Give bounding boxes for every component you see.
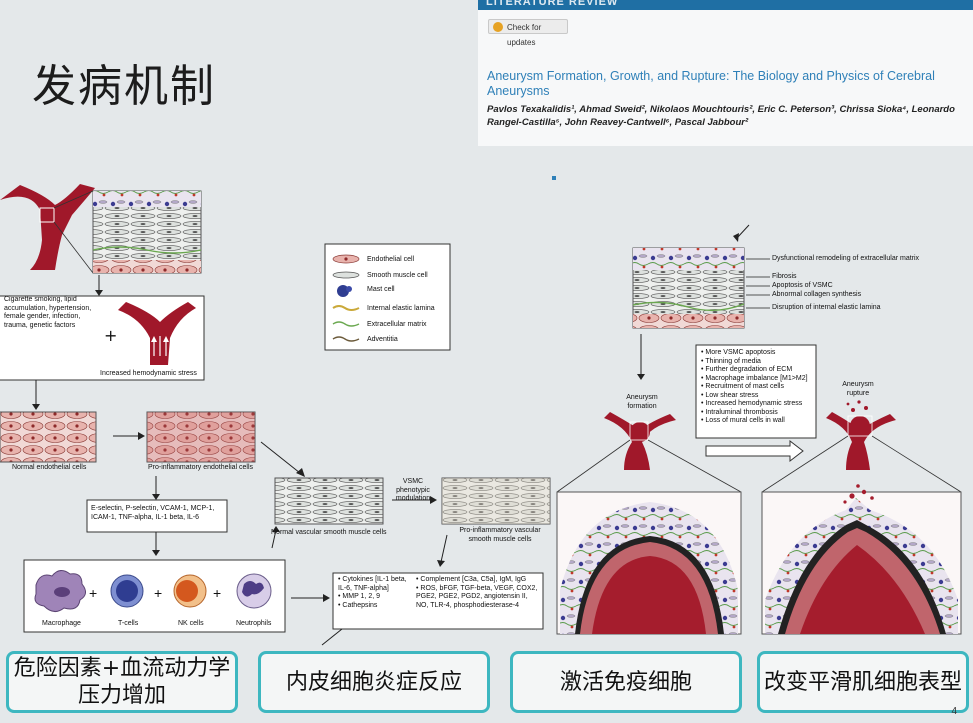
svg-text:+: + xyxy=(154,585,162,601)
cytokine-list-left: • Cytokines [IL-1 beta, IL-6, TNF-alpha]… xyxy=(338,576,413,610)
artery-aneurysm-rupture xyxy=(826,412,896,470)
immune-activation-button[interactable]: 激活免疫细胞 xyxy=(510,651,742,713)
ecm-label: Dysfunctional remodeling of extracellula… xyxy=(772,255,920,262)
risk-factors-label: Cigarette smoking, lipid accumulation, h… xyxy=(4,296,92,329)
ecm-label: Disruption of internal elastic lamina xyxy=(772,304,881,311)
rupture-factor: • Thinning of media xyxy=(701,357,761,365)
artery-hemodynamic xyxy=(118,302,196,365)
proinflam-endothelial-label: Pro-inflammatory endothelial cells xyxy=(148,464,254,471)
normal-vsmc-label: Normal vascular smooth muscle cells xyxy=(271,529,387,536)
legend-label: Extracellular matrix xyxy=(367,321,427,328)
paper-header-band: LITERATURE REVIEW xyxy=(478,0,973,10)
paper-header-label: LITERATURE REVIEW xyxy=(486,0,619,8)
rupture-factor-list: • More VSMC apoptosis • Thinning of medi… xyxy=(701,349,815,426)
rupture-factors-box xyxy=(695,344,817,439)
immune-cell-label: T-cells xyxy=(118,620,139,627)
smooth-muscle-phenotype-button[interactable]: 改变平滑肌细胞表型 xyxy=(757,651,969,713)
adhesion-molecules-box xyxy=(86,499,228,533)
proinflam-vsmc-label: Pro-inflammatory vascular smooth muscle … xyxy=(459,527,541,543)
rupture-factor: • Macrophage imbalance [M1>M2] xyxy=(701,374,808,382)
cytokine-item: • Cytokines [IL-1 beta, IL-6, TNF-alpha] xyxy=(338,576,407,592)
rupture-factor: • More VSMC apoptosis xyxy=(701,349,776,356)
cytokine-item: • Complement [C3a, C5a], IgM, IgG xyxy=(416,576,527,583)
adhesion-molecules-label: E-selectin, P-selectin, VCAM-1, MCP-1, I… xyxy=(91,505,215,521)
slide-title: 发病机制 xyxy=(32,61,216,112)
cytokine-list-right: • Complement [C3a, C5a], IgM, IgG • ROS,… xyxy=(416,576,541,610)
cytokine-item: • Cathepsins xyxy=(338,601,378,609)
aneurysm-formation-label: Aneurysm formation xyxy=(626,394,658,410)
check-button-label: Check for updates xyxy=(507,23,542,47)
tissue-proinflam-endothelial xyxy=(146,411,256,463)
blue-mark xyxy=(552,176,556,180)
cytokine-item: • ROS, bFGF, TGF-beta, VEGF, COX2, PGE2,… xyxy=(416,584,538,609)
rupture-factor: • Further degradation of ECM xyxy=(701,366,793,373)
hemodynamic-stress-label: Increased hemodynamic stress xyxy=(100,370,197,377)
svg-text:+: + xyxy=(213,585,221,601)
endothelial-inflammation-button[interactable]: 内皮细胞炎症反应 xyxy=(258,651,490,713)
aneurysm-rupture-label: Aneurysm rupture xyxy=(842,381,874,397)
immune-cell-label: Neutrophils xyxy=(236,620,272,627)
rupture-factor: • Low shear stress xyxy=(701,391,759,399)
tissue-normal-vsmc xyxy=(274,477,384,525)
legend-label: Adventitia xyxy=(367,336,398,343)
paper-title: Aneurysm Formation, Growth, and Rupture:… xyxy=(487,69,935,98)
paper-authors: Pavlos Texakalidis¹, Ahmad Sweid², Nikol… xyxy=(487,104,955,128)
rupture-factor: • Increased hemodynamic stress xyxy=(701,400,803,407)
legend-label: Mast cell xyxy=(367,286,395,293)
immune-cell-label: Macrophage xyxy=(42,620,81,627)
ecm-label: Apoptosis of VSMC xyxy=(772,282,833,289)
risk-factors-button[interactable]: 危险因素+血流动力学压力增加 xyxy=(6,651,238,713)
rupture-factor: • Loss of mural cells in wall xyxy=(701,417,785,424)
pathogenesis-diagram: + + + + xyxy=(0,184,962,646)
artery-zoom-box xyxy=(39,207,55,223)
legend: Endothelial cell Smooth muscle cell Mast… xyxy=(325,250,450,350)
normal-endothelial-label: Normal endothelial cells xyxy=(12,464,87,471)
rupture-factor: • Recruitment of mast cells xyxy=(701,383,784,390)
svg-text:+: + xyxy=(89,585,97,601)
svg-text:+: + xyxy=(104,326,117,345)
page-number: 4 xyxy=(951,706,957,717)
cytokine-box xyxy=(332,572,544,630)
ecm-label: Abnormal collagen synthesis xyxy=(772,291,862,298)
tissue-normal-endothelial xyxy=(0,411,97,463)
tissue-proinflam-vsmc xyxy=(441,477,551,525)
ecm-label: Fibrosis xyxy=(772,273,797,280)
legend-label: Internal elastic lamina xyxy=(367,305,435,312)
check-for-updates-button[interactable]: Check for updates xyxy=(488,19,568,47)
legend-label: Endothelial cell xyxy=(367,256,415,263)
artery-top-left xyxy=(0,184,95,270)
legend-label: Smooth muscle cell xyxy=(367,272,428,279)
cytokine-item: • MMP 1, 2, 9 xyxy=(338,593,381,600)
rupture-factor: • Intraluminal thrombosis xyxy=(701,408,778,416)
vsmc-modulation-label: VSMC phenotypic modulation xyxy=(395,478,431,502)
immune-cell-label: NK cells xyxy=(178,620,204,627)
update-icon xyxy=(493,22,503,32)
progression-arrow xyxy=(705,439,804,463)
